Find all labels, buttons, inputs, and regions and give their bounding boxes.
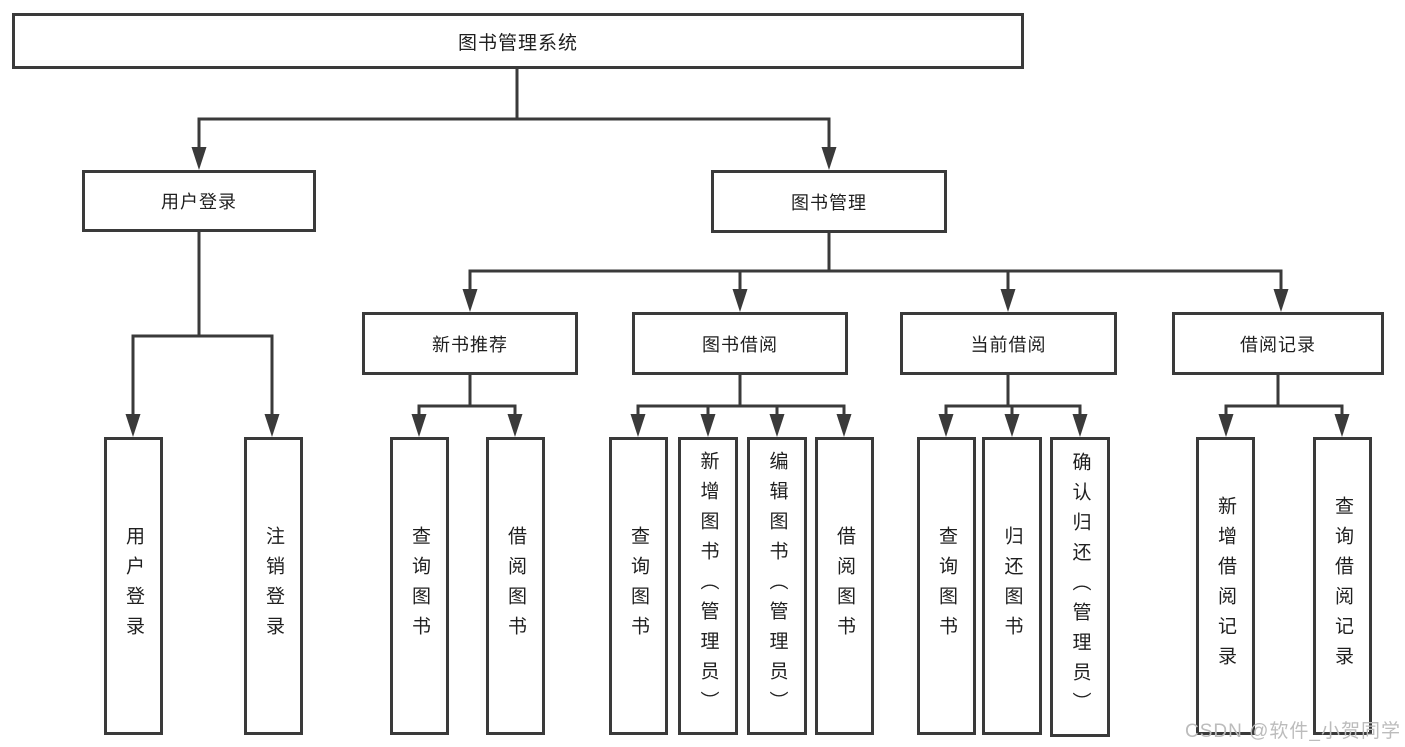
node-book-management: 图书管理 xyxy=(711,170,947,233)
leaf-label: 查询图书 xyxy=(409,526,430,646)
leaf-label: 用户登录 xyxy=(123,526,144,646)
leaf-label: 查询图书 xyxy=(628,526,649,646)
node-library-management-system: 图书管理系统 xyxy=(12,13,1024,69)
leaf-borrowing-query-books: 查询图书 xyxy=(609,437,668,735)
leaf-borrowing-add-books-admin: 新增图书（管理员） xyxy=(678,437,738,735)
node-new-book-recommendation: 新书推荐 xyxy=(362,312,578,375)
leaf-label: 借阅图书 xyxy=(834,526,855,646)
node-label: 图书管理系统 xyxy=(457,32,578,54)
node-current-borrowing: 当前借阅 xyxy=(900,312,1117,375)
leaf-borrowing-borrow-books: 借阅图书 xyxy=(815,437,874,735)
leaf-current-query-books: 查询图书 xyxy=(917,437,976,735)
leaf-label: 归还图书 xyxy=(1001,526,1023,646)
leaf-recommend-query-books: 查询图书 xyxy=(390,437,449,735)
leaf-current-return-books: 归还图书 xyxy=(982,437,1042,735)
leaf-borrowing-edit-books-admin: 编辑图书（管理员） xyxy=(747,437,807,735)
node-label: 用户登录 xyxy=(161,192,237,212)
leaf-label: 新增借阅记录 xyxy=(1215,496,1236,676)
leaf-label: 注销登录 xyxy=(263,526,284,646)
connector-lines xyxy=(131,69,1344,419)
leaf-label: 借阅图书 xyxy=(505,526,526,646)
csdn-watermark: CSDN @软件_小贺同学 xyxy=(1185,721,1401,742)
leaf-records-query-record: 查询借阅记录 xyxy=(1313,437,1372,735)
node-label: 借阅记录 xyxy=(1240,334,1316,355)
leaf-logout: 注销登录 xyxy=(244,437,303,735)
node-borrowing-records: 借阅记录 xyxy=(1172,312,1384,375)
leaf-label: 查询借阅记录 xyxy=(1332,496,1353,676)
node-label: 当前借阅 xyxy=(970,334,1047,355)
leaf-records-add-record: 新增借阅记录 xyxy=(1196,437,1255,735)
arrow-down-icons xyxy=(125,147,1350,437)
leaf-label: 查询图书 xyxy=(936,526,957,646)
node-label: 图书管理 xyxy=(791,192,867,213)
node-label: 新书推荐 xyxy=(432,334,508,355)
node-user-login: 用户登录 xyxy=(82,170,316,232)
leaf-label: 新增图书（管理员） xyxy=(697,451,719,721)
leaf-recommend-borrow-books: 借阅图书 xyxy=(486,437,545,735)
leaf-user-login: 用户登录 xyxy=(104,437,163,735)
node-label: 图书借阅 xyxy=(702,334,778,355)
node-book-borrowing: 图书借阅 xyxy=(632,312,848,375)
leaf-label: 编辑图书（管理员） xyxy=(766,451,788,721)
leaf-current-confirm-return-admin: 确认归还（管理员） xyxy=(1050,437,1110,737)
leaf-label: 确认归还（管理员） xyxy=(1069,452,1091,722)
